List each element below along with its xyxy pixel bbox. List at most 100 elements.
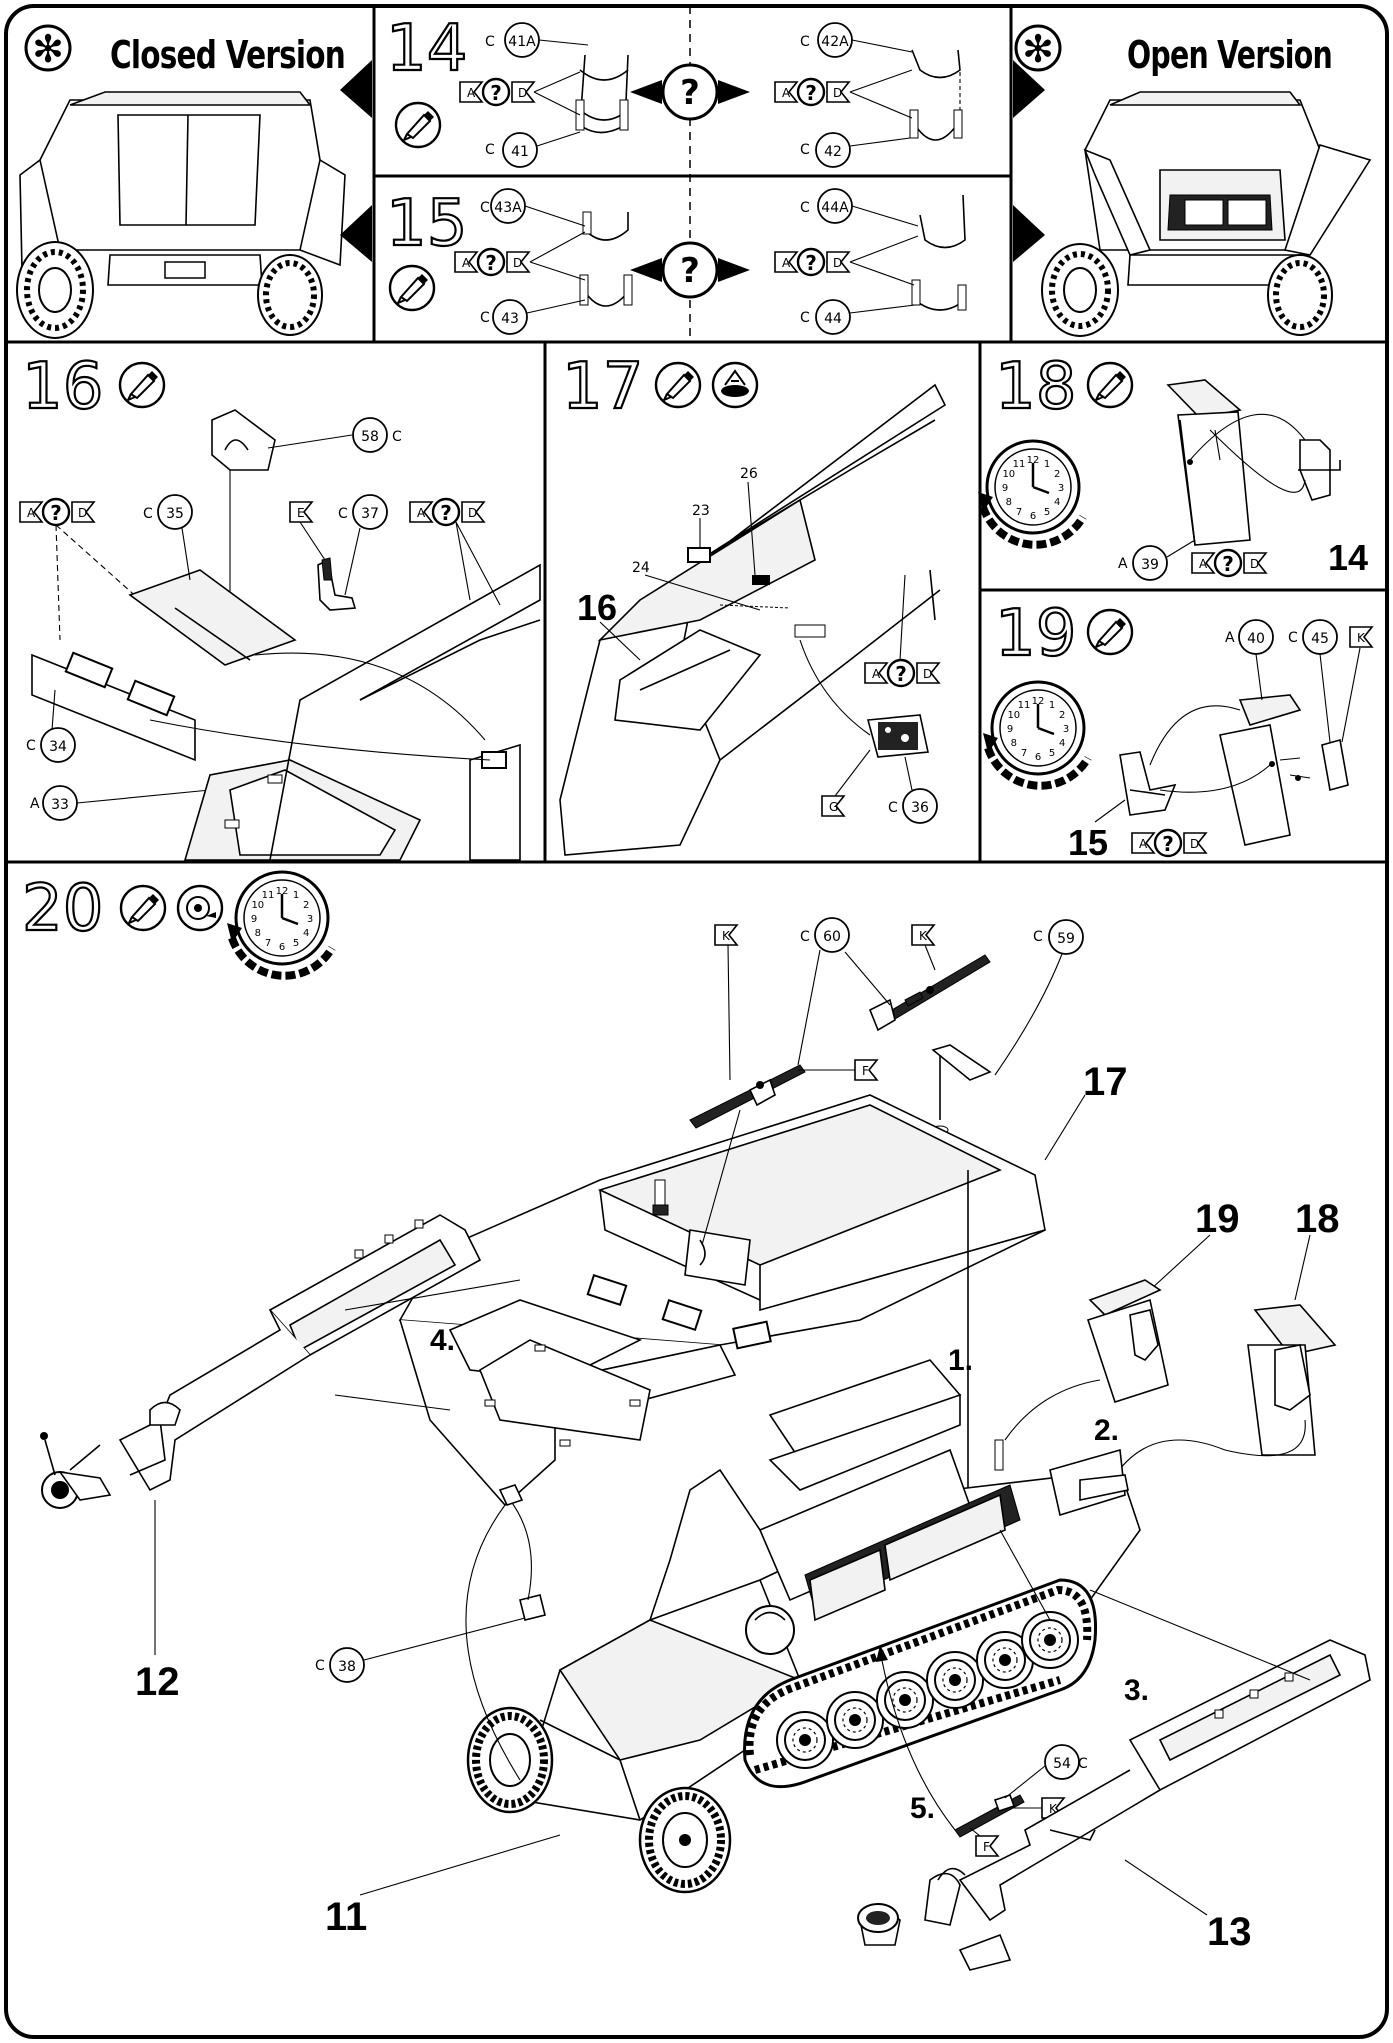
- clock-number: 6: [279, 942, 285, 953]
- part-44a: 44A: [821, 200, 849, 216]
- color-ref-k: K: [1357, 631, 1366, 645]
- clock-number: 9: [251, 914, 257, 925]
- clock-number: 12: [1027, 455, 1040, 466]
- front-wheel-right: [638, 1786, 732, 1894]
- clock-number: 3: [1058, 483, 1064, 494]
- sprue-letter: C: [485, 34, 495, 50]
- sequence-5: 5.: [910, 1792, 935, 1825]
- sequence-3: 3.: [1124, 1674, 1149, 1707]
- svg-text:D: D: [1190, 837, 1199, 851]
- svg-text:?: ?: [440, 501, 452, 525]
- mg-gun-lower: [689, 1064, 806, 1129]
- svg-text:C: C: [143, 506, 153, 522]
- clock-number: 1: [1044, 459, 1050, 470]
- clock-number: 9: [1002, 483, 1008, 494]
- svg-text:A: A: [782, 256, 791, 270]
- svg-text:D: D: [833, 256, 842, 270]
- glue-icon: [654, 361, 702, 409]
- step-14-number: 14: [386, 12, 467, 86]
- sub-ref-15: 15: [1068, 822, 1108, 863]
- part-38: 38: [338, 1659, 356, 1675]
- glue-icon: [119, 884, 167, 932]
- clock-number: 10: [1007, 710, 1020, 721]
- part-42a: 42A: [821, 34, 849, 50]
- tape-icon: [176, 884, 224, 932]
- svg-text:D: D: [78, 506, 87, 520]
- step-19-number: 19: [995, 597, 1076, 671]
- svg-text:?: ?: [805, 251, 817, 275]
- open-version-panel: ✻ Open Version: [1013, 24, 1372, 337]
- part-37: 37: [361, 506, 379, 522]
- vision-block-18: [1247, 1304, 1337, 1456]
- callout-23: 23: [692, 503, 710, 519]
- part-43a: 43A: [494, 200, 522, 216]
- svg-text:D: D: [513, 256, 522, 270]
- svg-text:A: A: [1199, 557, 1208, 571]
- svg-text:?: ?: [1222, 552, 1234, 576]
- svg-text:?: ?: [680, 251, 700, 291]
- part-34: 34: [49, 739, 67, 755]
- part-45: 45: [1311, 631, 1329, 647]
- clock-number: 3: [307, 914, 313, 925]
- svg-text:?: ?: [1162, 832, 1174, 856]
- clock-number: 8: [1011, 738, 1017, 749]
- part-58: 58: [361, 429, 379, 445]
- paint-icon: [711, 361, 759, 409]
- clock-number: 5: [1044, 507, 1050, 518]
- clock-number: 12: [276, 886, 289, 897]
- part-41a: 41A: [508, 34, 536, 50]
- part-36: 36: [911, 800, 929, 816]
- track-assembly: [743, 1578, 1098, 1789]
- part-59: 59: [1057, 931, 1075, 947]
- svg-text:A: A: [417, 506, 426, 520]
- color-ref-f: F: [862, 1064, 869, 1078]
- step-17: 17 26 23 24 16 A ? D: [559, 349, 947, 856]
- step-18-number: 18: [995, 350, 1076, 424]
- clock-number: 1: [293, 890, 299, 901]
- sequence-1: 1.: [948, 1344, 973, 1377]
- clock-number: 11: [1018, 700, 1031, 711]
- part-35: 35: [166, 506, 184, 522]
- clock-number: 6: [1035, 752, 1041, 763]
- clock-number: 1: [1049, 700, 1055, 711]
- glue-icon: [1086, 361, 1134, 409]
- color-ref-f: F: [983, 1840, 990, 1854]
- vision-block-19: [1086, 1279, 1169, 1404]
- svg-text:A: A: [467, 86, 476, 100]
- color-ref-k: K: [919, 929, 928, 943]
- open-version-label: Open Version: [1127, 33, 1332, 77]
- clock-number: 6: [1030, 511, 1036, 522]
- clock-number: 7: [1016, 507, 1022, 518]
- sprue-letter: C: [800, 34, 810, 50]
- clock-number: 10: [1002, 469, 1015, 480]
- choice-mark: ?: [680, 73, 700, 113]
- step-15-number: 15: [386, 187, 467, 261]
- svg-text:C: C: [392, 429, 402, 445]
- svg-text:C: C: [480, 200, 490, 216]
- svg-text:C: C: [480, 310, 490, 326]
- svg-text:?: ?: [50, 501, 62, 525]
- open-version-symbol: ✻: [1022, 27, 1054, 71]
- svg-text:C: C: [315, 1658, 325, 1674]
- part-40: 40: [1247, 631, 1265, 647]
- glue-icon: [118, 361, 166, 409]
- svg-text:A: A: [872, 667, 881, 681]
- clock-number: 4: [1054, 497, 1060, 508]
- glue-icon: [388, 264, 436, 312]
- svg-text:D: D: [833, 86, 842, 100]
- ref-17: 17: [1083, 1060, 1128, 1104]
- sub-ref-14: 14: [1328, 537, 1368, 578]
- svg-text:C: C: [800, 200, 810, 216]
- svg-text:A: A: [30, 796, 40, 812]
- clock-number: 2: [303, 900, 309, 911]
- clock-number: 5: [293, 938, 299, 949]
